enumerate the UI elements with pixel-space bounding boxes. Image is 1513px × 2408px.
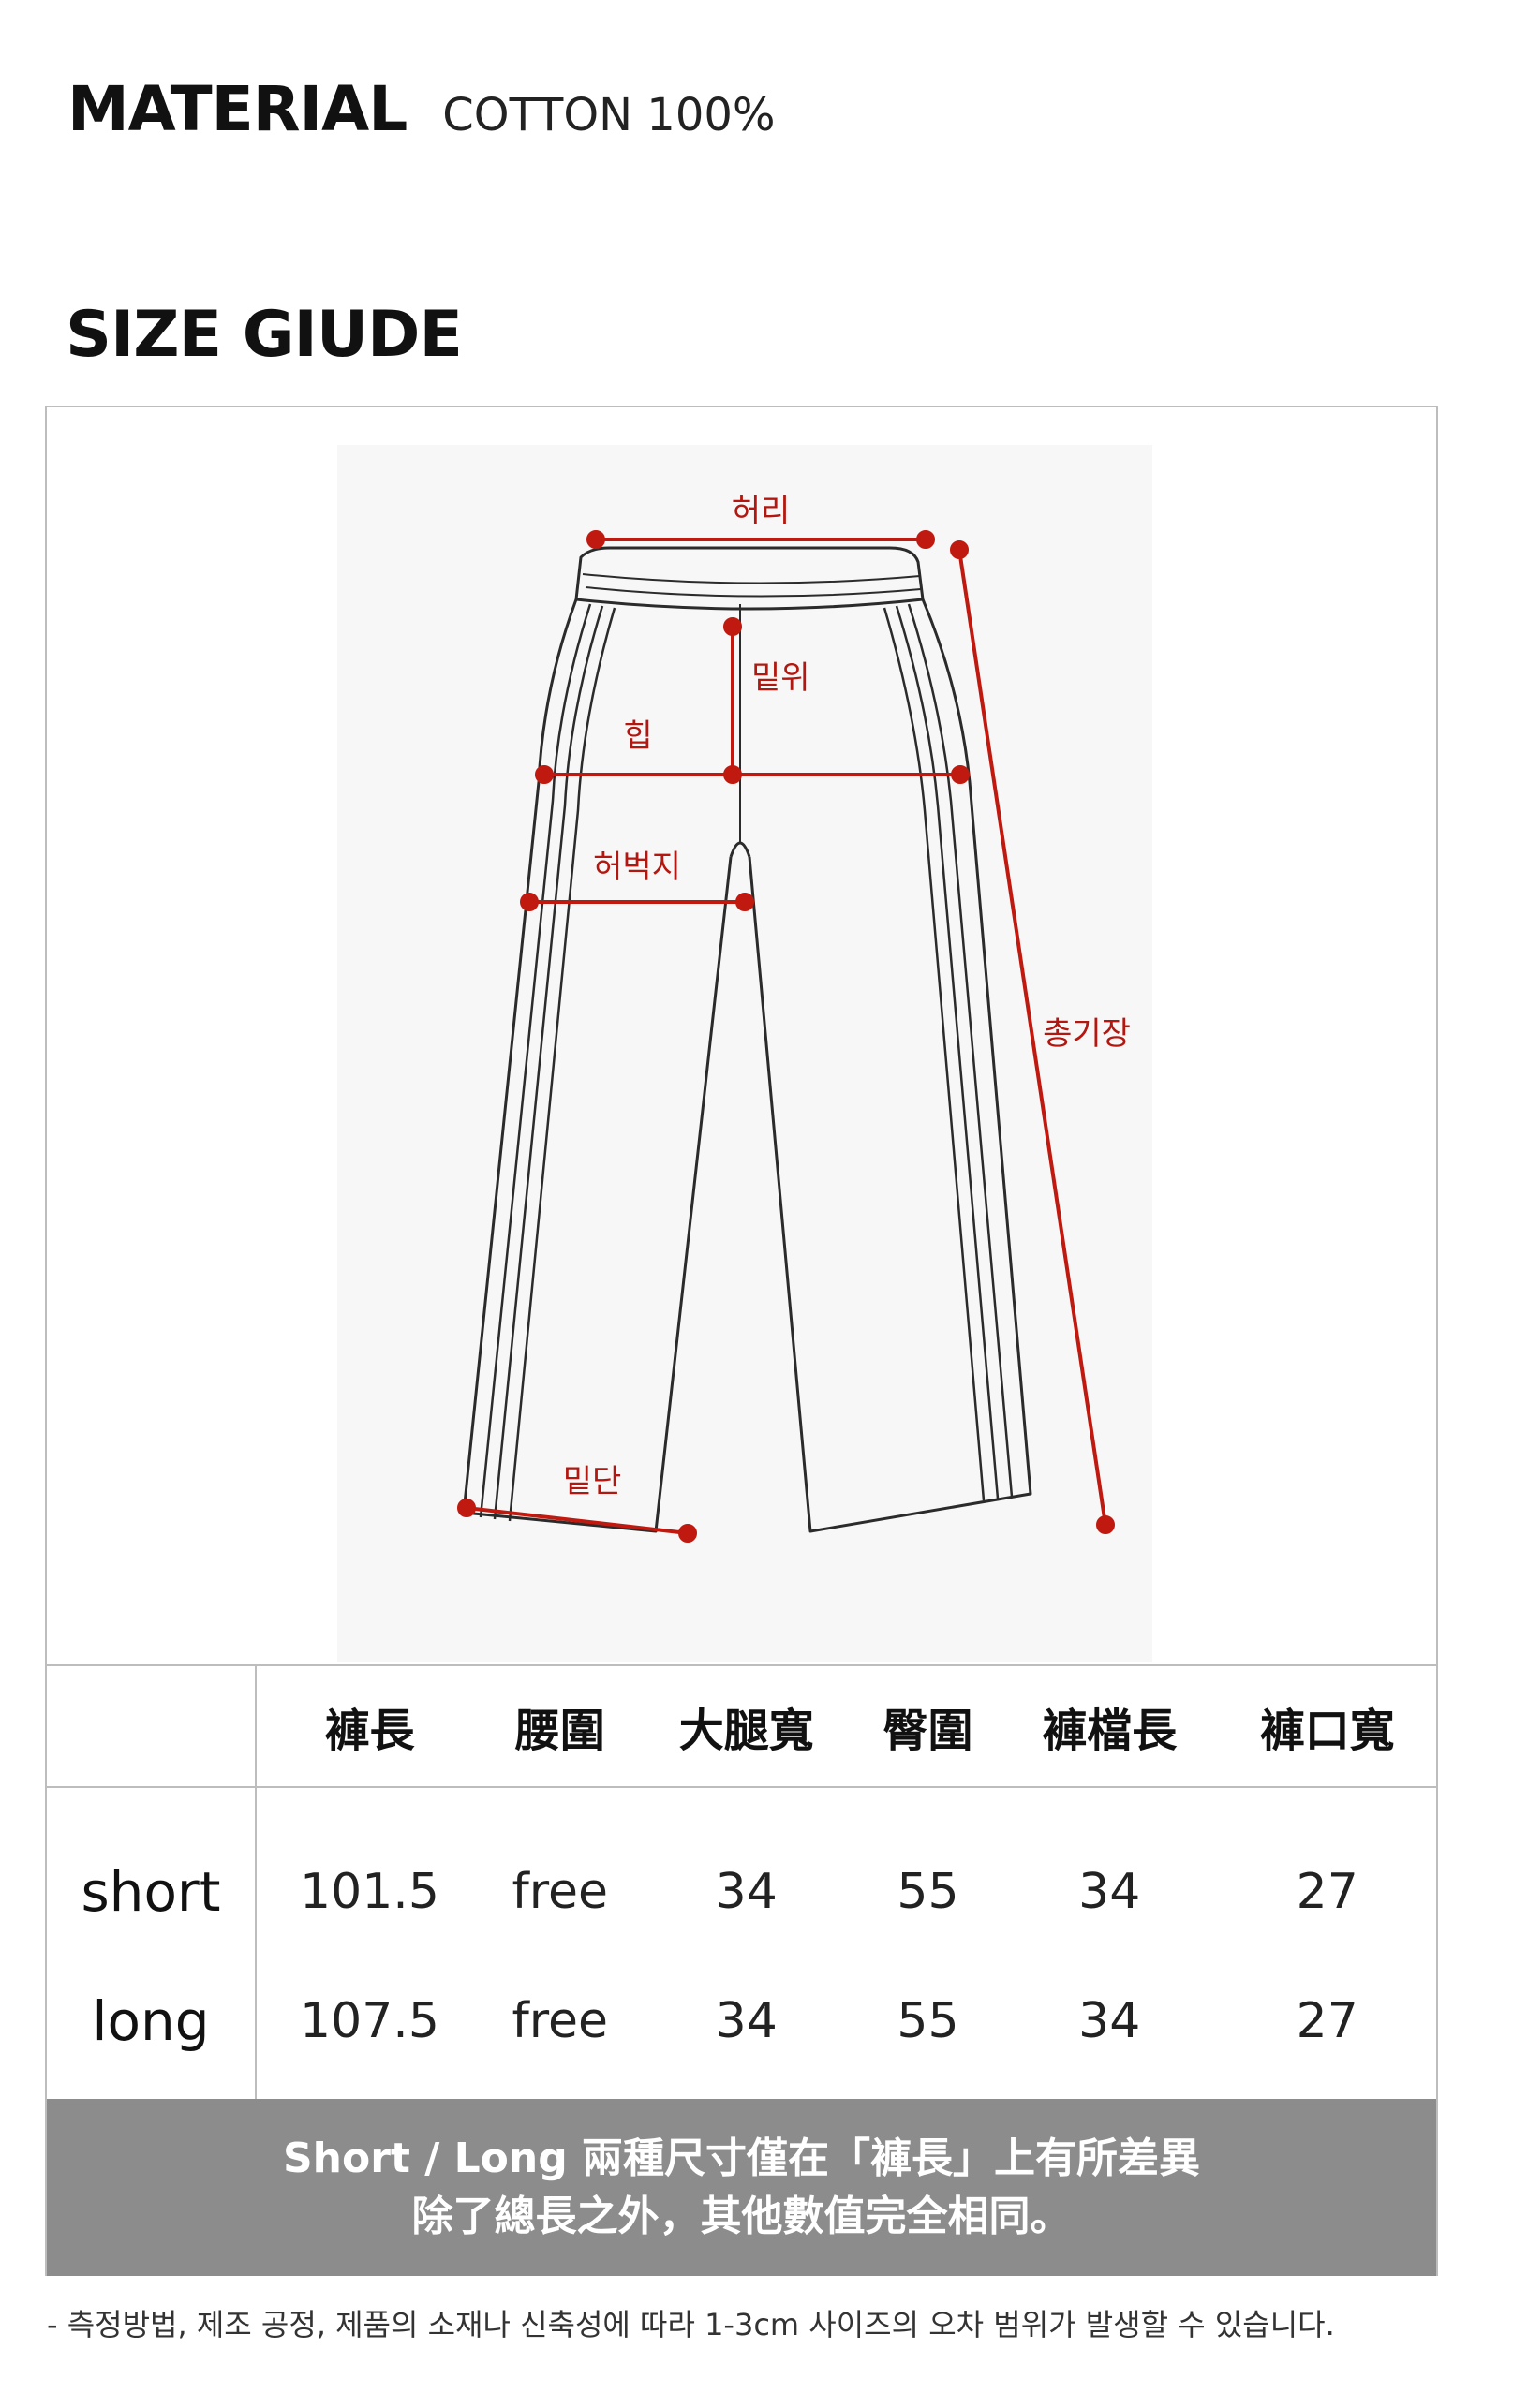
left-stripe-2: [493, 605, 604, 1520]
notice-line-2: 除了總長之外，其他數值完全相同。: [411, 2192, 1072, 2240]
hem-dot-right: [678, 1524, 697, 1543]
header-hip: 臀圍: [854, 1664, 1001, 1788]
waistband-line: [582, 573, 921, 584]
material-value: COTTON 100%: [442, 89, 776, 141]
table-cell: 34: [1078, 1863, 1141, 1920]
table-cell: 101.5: [300, 1863, 439, 1920]
label-thigh: 허벅지: [593, 849, 681, 886]
diagram-background: [337, 445, 1152, 1662]
table-row: long 107.5 free 34 55 34 27: [47, 1957, 1436, 2113]
header-pants-length: 褲長: [256, 1664, 482, 1788]
header-rise: 褲檔長: [1000, 1664, 1219, 1788]
label-hem: 밑단: [563, 1463, 622, 1500]
right-stripe-2: [895, 605, 1000, 1499]
row-label-short: short: [47, 1787, 257, 1957]
waistband-line-2: [585, 586, 922, 598]
hem-dot-left: [457, 1499, 476, 1517]
right-stripe-3: [883, 607, 986, 1501]
notice-line-1: Short / Long 兩種尺寸僅在「褲長」上有所差異: [282, 2134, 1201, 2182]
size-notice-banner: Short / Long 兩種尺寸僅在「褲長」上有所差異 除了總長之外，其他數值…: [47, 2099, 1436, 2276]
label-total-length: 총기장: [1043, 1015, 1131, 1053]
material-row: MATERIAL COTTON 100%: [67, 73, 776, 157]
thigh-dot-right: [735, 893, 754, 911]
right-leg-outline: [748, 598, 1032, 1533]
hip-dot-left: [535, 765, 554, 784]
table-cell: 34: [1078, 1993, 1141, 2049]
table-cell: 34: [715, 1863, 778, 1920]
pants-illustration: [462, 546, 1032, 1533]
label-hip: 힙: [623, 717, 652, 755]
table-cell: 34: [715, 1993, 778, 2049]
table-row: short 101.5 free 34 55 34 27: [47, 1787, 1436, 1957]
rise-dot-top: [723, 617, 742, 636]
label-waist: 허리: [732, 493, 791, 530]
total-length-line: [957, 549, 1107, 1526]
waistband: [574, 546, 925, 611]
right-stripe-1: [907, 603, 1014, 1498]
table-cell: 55: [897, 1863, 959, 1920]
header-thigh: 大腿寬: [637, 1664, 855, 1788]
table-corner-cell: [47, 1664, 257, 1788]
left-stripe-3: [508, 607, 616, 1522]
measurement-footnote: - 측정방법, 제조 공정, 제품의 소재나 신축성에 따라 1-3cm 사이즈…: [47, 2307, 1335, 2342]
table-header-row: 褲長 腰圍 大腿寬 臀圍 褲檔長 褲口寬: [47, 1664, 1436, 1788]
left-stripe-1: [479, 603, 592, 1518]
size-guide-box: 허리 밑위 힙 허벅지 총기장 밑단 褲長 腰圍 大腿寬 臀圍 褲檔長 褲口寬 …: [45, 406, 1438, 2276]
table-cell: 27: [1296, 1863, 1358, 1920]
thigh-dot-left: [520, 893, 539, 911]
label-rise: 밑위: [751, 659, 810, 697]
hip-dot-right: [951, 765, 970, 784]
material-title: MATERIAL: [67, 73, 408, 145]
header-waist: 腰圍: [482, 1664, 638, 1788]
size-table: 褲長 腰圍 大腿寬 臀圍 褲檔長 褲口寬 short 101.5 free 34…: [47, 1664, 1436, 2113]
hem-line: [466, 1506, 689, 1535]
table-cell: free: [512, 1863, 608, 1920]
pants-diagram: 허리 밑위 힙 허벅지 총기장 밑단: [337, 445, 1152, 1662]
table-cell: 55: [897, 1993, 959, 2049]
table-cell: 27: [1296, 1993, 1358, 2049]
table-cell: free: [512, 1993, 608, 2049]
waist-dot-left: [586, 530, 605, 549]
table-cell: 107.5: [300, 1993, 439, 2049]
header-hem: 褲口寬: [1218, 1664, 1436, 1788]
measurement-lines: [457, 530, 1115, 1543]
waist-dot-right: [916, 530, 935, 549]
total-length-dot-top: [950, 540, 969, 559]
row-label-long: long: [47, 1957, 257, 2113]
total-length-dot-bottom: [1096, 1515, 1115, 1534]
size-guide-title: SIZE GIUDE: [66, 298, 463, 372]
